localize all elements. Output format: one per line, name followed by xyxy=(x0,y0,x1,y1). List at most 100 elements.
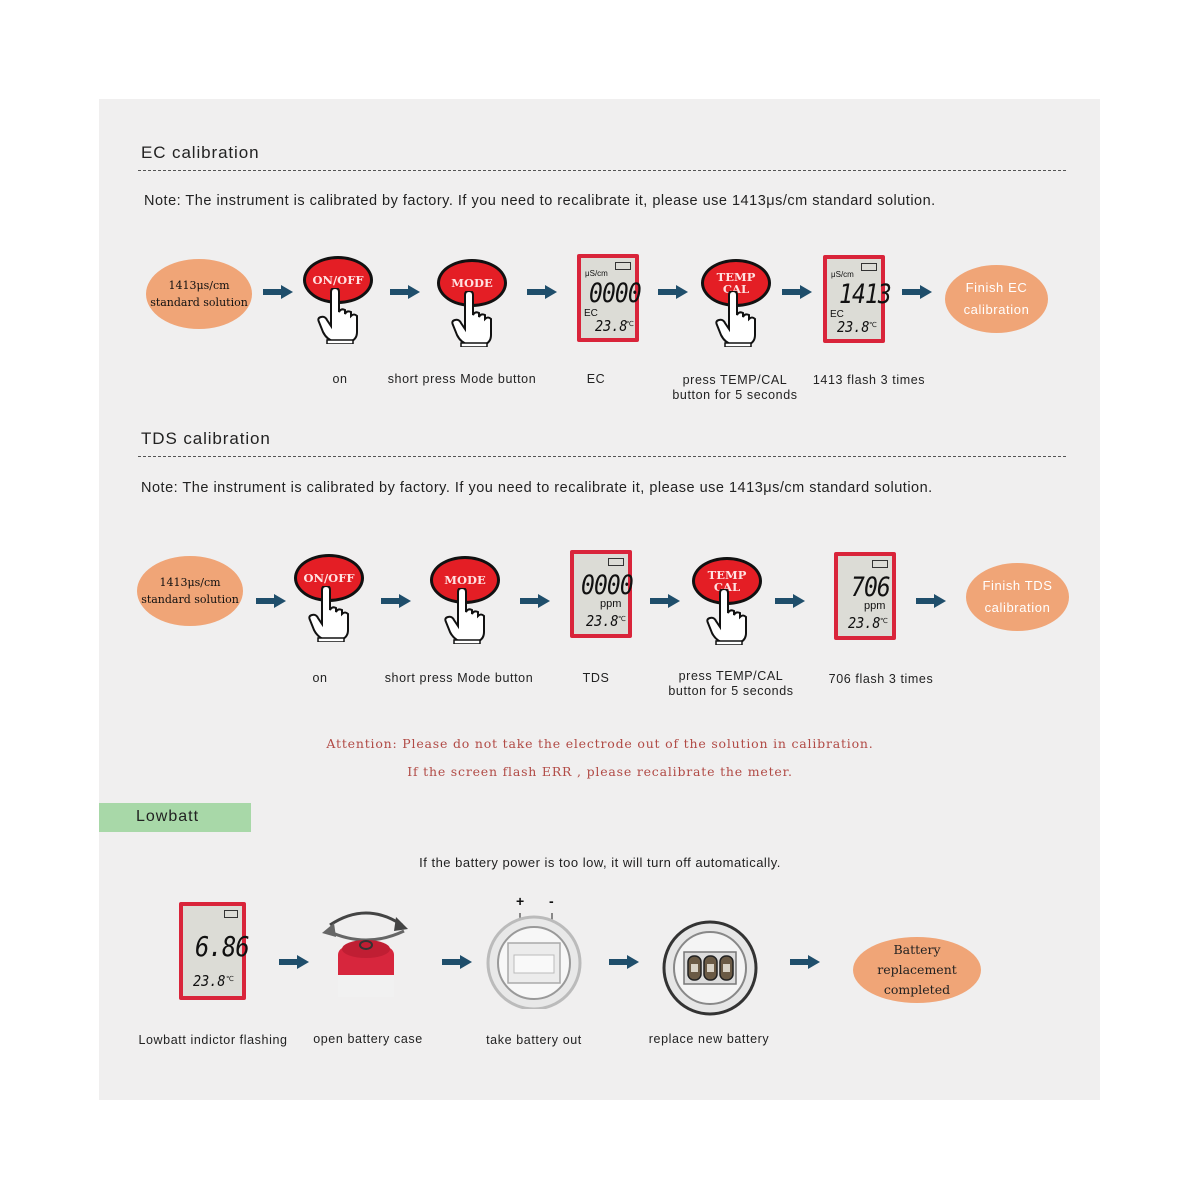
tds-caption-cal-line2: button for 5 seconds xyxy=(668,684,794,698)
arrow-right-icon xyxy=(609,955,639,969)
caption-lowbatt-flashing: Lowbatt indictor flashing xyxy=(138,1033,288,1047)
tds-caption-on: on xyxy=(312,671,328,685)
lcd-reading: 0000 xyxy=(581,570,634,601)
battery-icon xyxy=(861,263,877,271)
lcd-reading: 0000 xyxy=(589,278,642,309)
tds-start-line1: 1413μs/cm xyxy=(159,576,221,589)
ec-caption-cal: press TEMP/CAL button for 5 seconds xyxy=(655,373,815,403)
ec-finish-line2: calibration xyxy=(963,302,1030,317)
ec-lcd-1413: μS/cm 1413 EC 23.8 ℃ xyxy=(823,255,892,343)
onoff-label: ON/OFF xyxy=(303,571,355,585)
terminal-minus: - xyxy=(549,893,554,909)
temp-label: TEMP xyxy=(716,270,756,284)
lcd-temp-unit: ℃ xyxy=(880,618,888,625)
lcd-unit: μS/cm xyxy=(585,269,608,278)
arrow-right-icon xyxy=(520,594,550,608)
arrow-right-icon xyxy=(775,594,805,608)
tds-start-line2: standard solution xyxy=(141,593,239,606)
arrow-right-icon xyxy=(381,594,411,608)
arrow-right-icon xyxy=(782,285,812,299)
tds-start-solution: 1413μs/cm standard solution xyxy=(137,556,243,626)
arrow-right-icon xyxy=(390,285,420,299)
lcd-unit: ppm xyxy=(600,598,622,610)
lowbatt-tab: Lowbatt xyxy=(99,803,251,832)
battery-icon xyxy=(615,262,631,270)
ec-caption-display: EC xyxy=(586,372,606,386)
tds-caption-display: TDS xyxy=(582,671,610,685)
pointing-hand-icon xyxy=(308,586,349,642)
battery-low-icon xyxy=(224,910,238,918)
tds-lcd-zero: 0000 ppm 23.8 ℃ xyxy=(570,550,634,638)
onoff-button-illustration: ON/OFF xyxy=(303,256,373,352)
arrow-right-icon xyxy=(527,285,557,299)
terminal-plus: + xyxy=(516,893,525,909)
mode-button-illustration: MODE xyxy=(437,259,507,355)
lcd-temp-unit: ℃ xyxy=(626,321,634,328)
onoff-button-illustration: ON/OFF xyxy=(294,554,364,650)
tds-section-title: TDS calibration xyxy=(141,429,271,448)
pointing-hand-icon xyxy=(451,291,492,347)
tds-finish-line1: Finish TDS xyxy=(982,578,1053,593)
empty-battery-compartment-icon xyxy=(486,913,582,1009)
caption-replace: replace new battery xyxy=(648,1032,770,1046)
ec-note: Note: The instrument is calibrated by fa… xyxy=(144,193,936,209)
arrow-right-icon xyxy=(263,285,293,299)
tds-caption-flash: 706 flash 3 times xyxy=(828,672,934,686)
lcd-temperature: 23.8 xyxy=(595,317,628,335)
arrow-right-icon xyxy=(790,955,820,969)
temp-label: TEMP xyxy=(707,568,747,582)
caption-open-case: open battery case xyxy=(313,1032,423,1046)
pointing-hand-icon xyxy=(706,589,747,645)
lcd-reading: 1413 xyxy=(839,279,892,310)
lcd-temperature: 23.8 xyxy=(848,614,881,632)
new-battery-icon xyxy=(662,920,758,1016)
lcd-unit: ppm xyxy=(864,600,886,612)
caption-take-out: take battery out xyxy=(486,1033,582,1047)
ec-caption-cal-line1: press TEMP/CAL xyxy=(682,373,788,387)
arrow-right-icon xyxy=(256,594,286,608)
ec-finish-line1: Finish EC xyxy=(965,280,1028,295)
attention-line2: If the screen flash ERR , please recalib… xyxy=(407,764,793,779)
ec-finish: Finish EC calibration xyxy=(945,265,1048,333)
battery-finish-line2: completed xyxy=(883,982,951,997)
mode-label: MODE xyxy=(451,276,493,290)
lcd-temperature: 23.8 xyxy=(837,318,870,336)
tds-lcd-706: 706 ppm 23.8 ℃ xyxy=(834,552,896,640)
mode-label: MODE xyxy=(444,573,486,587)
arrow-right-icon xyxy=(279,955,309,969)
lcd-temperature: 23.8 xyxy=(193,972,226,990)
mode-button-illustration: MODE xyxy=(430,556,500,652)
arrow-right-icon xyxy=(650,594,680,608)
lcd-reading: 6.86 xyxy=(195,930,250,963)
ec-start-line1: 1413μs/cm xyxy=(168,279,230,292)
arrow-right-icon xyxy=(442,955,472,969)
arrow-right-icon xyxy=(916,594,946,608)
open-battery-case-icon xyxy=(322,911,408,997)
ec-start-solution: 1413μs/cm standard solution xyxy=(146,259,252,329)
lcd-temp-unit: ℃ xyxy=(618,616,626,623)
tds-caption-cal-line1: press TEMP/CAL xyxy=(678,669,784,683)
ec-start-line2: standard solution xyxy=(150,296,248,309)
ec-divider xyxy=(138,170,1066,171)
attention-line1: Attention: Please do not take the electr… xyxy=(326,736,874,751)
lowbatt-lcd: 6.86 23.8 ℃ xyxy=(179,902,250,1000)
tds-note: Note: The instrument is calibrated by fa… xyxy=(141,480,933,496)
lowbatt-note: If the battery power is too low, it will… xyxy=(419,855,781,870)
battery-icon xyxy=(872,560,888,568)
lcd-temp-unit: ℃ xyxy=(226,976,234,983)
onoff-label: ON/OFF xyxy=(312,273,364,287)
lcd-mode: EC xyxy=(830,309,844,320)
lcd-reading: 706 xyxy=(851,572,891,603)
lcd-mode: EC xyxy=(584,308,598,319)
arrow-right-icon xyxy=(902,285,932,299)
lcd-temp-unit: ℃ xyxy=(869,322,877,329)
ec-caption-on: on xyxy=(332,372,348,386)
pointing-hand-icon xyxy=(317,288,358,344)
lcd-temperature: 23.8 xyxy=(586,612,619,630)
lcd-unit: μS/cm xyxy=(831,270,854,279)
lowbatt-label: Lowbatt xyxy=(136,808,200,825)
